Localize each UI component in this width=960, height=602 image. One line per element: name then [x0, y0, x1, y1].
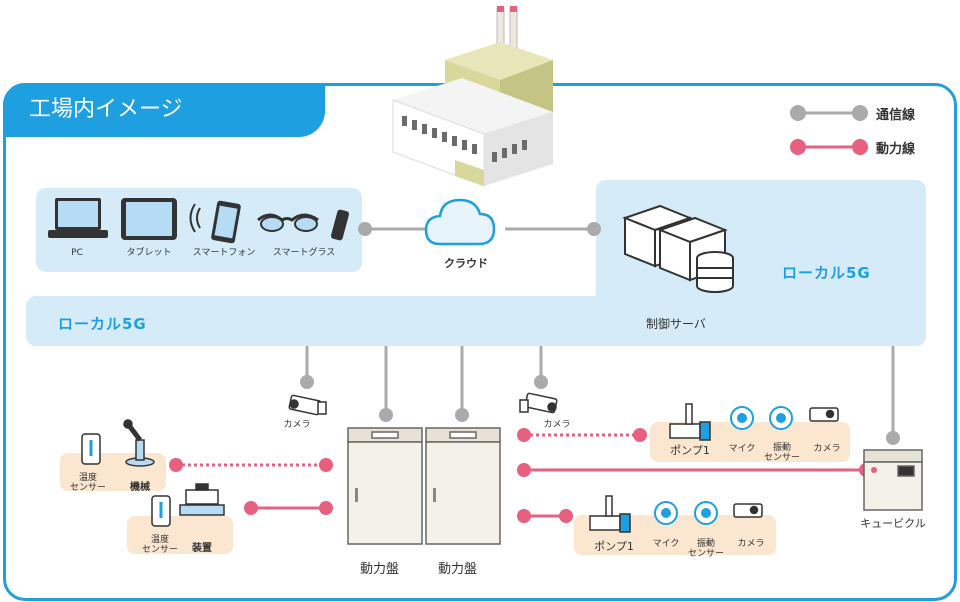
temp-sensor-1-label: 温度 センサー: [69, 473, 106, 493]
cloud-label: クラウド: [444, 257, 488, 270]
vib-sensor-top-label: 振動 センサー: [763, 443, 800, 463]
camera-left-label: カメラ: [283, 420, 311, 430]
local5g-label-bar: ローカル5G: [58, 315, 147, 333]
smartglass-label: スマートグラス: [272, 248, 336, 258]
machine-label: 機械: [130, 482, 150, 493]
cubicle-label: キュービクル: [860, 517, 926, 530]
camera-icon: [733, 503, 763, 518]
equipment-icon: [179, 483, 225, 516]
mic-icon: [730, 406, 754, 430]
smartglass-icon: [257, 209, 350, 241]
mic-top-label: マイク: [728, 444, 756, 454]
camera-top-label: カメラ: [813, 444, 841, 454]
power-panel-2-label: 動力盤: [438, 562, 478, 577]
smartphone-icon: [189, 200, 241, 244]
pump-bottom-label: ポンプ1: [594, 540, 634, 553]
temp-sensor-2-label: 温度 センサー: [141, 535, 178, 555]
pump-icon: [669, 403, 711, 441]
power-panel-1-label: 動力盤: [360, 562, 400, 577]
power-panel-icon: [347, 427, 423, 545]
vibration-sensor-icon: [769, 406, 793, 430]
vibration-sensor-icon: [694, 501, 718, 525]
control-server-label: 制御サーバ: [646, 317, 706, 331]
camera-mid-icon: [519, 392, 558, 414]
pc-label: PC: [71, 248, 83, 258]
smartphone-label: スマートフォン: [192, 248, 256, 258]
mic-bottom-label: マイク: [652, 539, 680, 549]
tablet-label: タブレット: [126, 248, 172, 258]
pc-icon: [48, 198, 108, 238]
pump-top-label: ポンプ1: [670, 444, 710, 457]
vib-sensor-bottom-label: 振動 センサー: [687, 539, 724, 559]
cloud-icon: [424, 198, 496, 246]
robot-arm-icon: [123, 419, 155, 467]
legend-comm-line: 通信線: [876, 108, 916, 123]
power-panel-icon: [425, 427, 501, 545]
temp-sensor-icon: [81, 433, 101, 465]
camera-icon: [809, 407, 839, 422]
local5g-panel: [26, 296, 926, 346]
camera-bottom-label: カメラ: [737, 539, 765, 549]
camera-mid-label: カメラ: [543, 420, 571, 430]
camera-left-icon: [288, 394, 327, 416]
legend-power-line: 動力線: [876, 142, 916, 157]
local5g-label-server: ローカル5G: [782, 264, 871, 282]
mic-icon: [654, 501, 678, 525]
page-title: 工場内イメージ: [3, 83, 325, 137]
cubicle-icon: [863, 449, 923, 511]
equipment-label: 装置: [192, 543, 212, 554]
pump-icon: [589, 495, 631, 533]
temp-sensor-icon: [151, 495, 171, 527]
tablet-icon: [121, 198, 177, 240]
equipment-group: [127, 516, 233, 554]
